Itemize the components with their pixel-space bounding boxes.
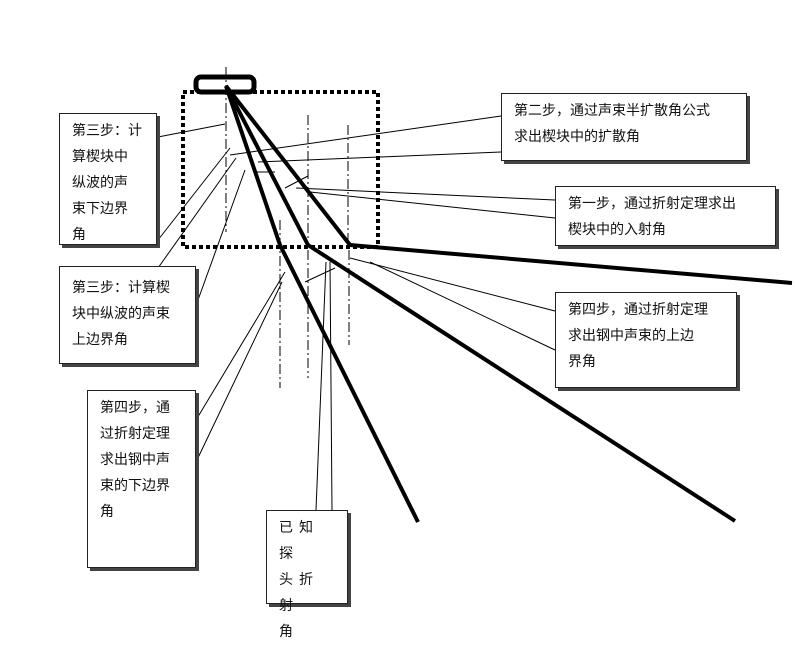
callout-step4-lower-text: 第四步，通 过折射定理 求出钢中声 束的下边界 角: [100, 400, 170, 520]
leader-step2: [229, 115, 502, 156]
callout-step4-lower-boundary: 第四步，通 过折射定理 求出钢中声 束的下边界 角: [87, 390, 196, 568]
beam-lower-edge-steel: [278, 244, 420, 523]
beam-upper-edge-steel: [349, 243, 793, 285]
leader-known: [315, 261, 327, 511]
callout-step4-upper-boundary: 第四步，通过折射定理 求出钢中声束的上边 界角: [555, 292, 737, 388]
leader-known-b: [329, 261, 333, 511]
beam-center-steel: [306, 243, 737, 523]
callout-step3-lower-boundary: 第三步：计 算楔块中 纵波的声 束下边界 角: [59, 113, 157, 245]
beam-lower-edge-wedge: [224, 85, 282, 246]
leader-step3-upper: [157, 157, 237, 269]
callout-step1-text: 第一步，通过折射定理求出 楔块中的入射角: [568, 196, 736, 238]
angle-mark-2: [284, 175, 309, 189]
callout-step4-upper-text: 第四步，通过折射定理 求出钢中声束的上边 界角: [568, 302, 708, 370]
leader-step4-upper-b: [369, 261, 556, 351]
leader-step3-lower: [157, 123, 226, 138]
callout-step3-lower-text: 第三步：计 算楔块中 纵波的声 束下边界 角: [72, 123, 142, 243]
callout-known-text: 已知探 头折射 角: [279, 520, 319, 640]
leader-step1: [295, 187, 556, 201]
callout-known-refraction-angle: 已知探 头折射 角: [266, 510, 348, 640]
callout-step2-divergence: 第二步，通过声束半扩散角公式 求出楔块中的扩散角: [501, 93, 747, 161]
callout-step1-incidence: 第一步，通过折射定理求出 楔块中的入射角: [555, 186, 776, 246]
callout-step3-upper-boundary: 第三步：计算楔 块中纵波的声束 上边界角: [59, 266, 196, 364]
probe-element: [193, 74, 257, 95]
leader-step3-upper-b: [197, 169, 246, 301]
leader-step4-upper: [349, 257, 556, 312]
beam-center-wedge: [224, 85, 310, 246]
leader-step4-lower-b: [195, 281, 283, 463]
callout-step3-upper-text: 第三步：计算楔 块中纵波的声束 上边界角: [72, 280, 170, 348]
callout-step2-text: 第二步，通过声束半扩散角公式 求出楔块中的扩散角: [514, 103, 710, 145]
leader-step2-b: [257, 151, 502, 163]
leader-step1-b: [309, 191, 556, 219]
leader-step4-lower: [195, 271, 286, 421]
leader-step3-lower-b: [157, 147, 231, 241]
beam-upper-edge-wedge: [224, 84, 352, 247]
